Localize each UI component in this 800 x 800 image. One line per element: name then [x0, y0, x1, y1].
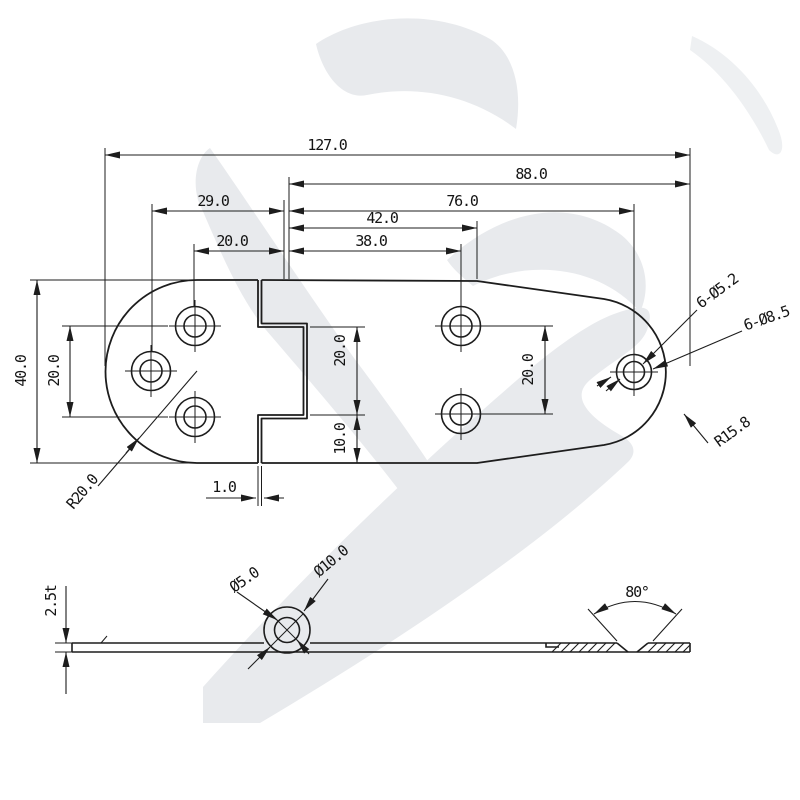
dimension-right-holes-pitch: 20.0: [482, 325, 553, 415]
dim-label-pin-to-end-hole: 76.0: [446, 192, 478, 210]
dim-label-knuckle-to-edge: 10.0: [331, 422, 349, 454]
angle-leg-left: [587, 608, 618, 642]
watermark-top-wave: [316, 18, 519, 129]
dim-label-overall-length: 127.0: [307, 136, 347, 154]
leaf-joint-tick: [100, 635, 108, 644]
right-leaf-knuckle-edge: [260, 280, 308, 463]
section-hatching: [551, 642, 691, 653]
dimension-left-holes-pitch: 20.0: [45, 325, 168, 418]
callout-end-radius: R15.8: [683, 412, 754, 451]
dimension-leaf-gap: 1.0: [206, 466, 284, 506]
angle-arc: [593, 600, 677, 615]
dim-label-left-holes-pitch: 20.0: [45, 354, 63, 386]
callout-label-end-radius: R15.8: [711, 412, 754, 450]
dimension-pin-to-right-holes: 38.0: [289, 232, 462, 300]
dim-label-pin-to-right-holes: 38.0: [355, 232, 387, 250]
watermark-logo: [195, 18, 783, 723]
dim-label-leaf-gap: 1.0: [212, 478, 237, 496]
dimension-overall-length: 127.0: [104, 136, 691, 366]
dimension-pin-to-right-end: 88.0: [288, 165, 690, 279]
screw-holes: [125, 300, 658, 443]
dim-label-pin-to-taper: 42.0: [366, 209, 398, 227]
dimension-pin-to-end-hole: 76.0: [289, 192, 635, 348]
dimension-thickness: 2.5t: [42, 585, 72, 694]
dimension-left-hole-to-pin: 29.0: [151, 192, 285, 352]
hole-right-top: [435, 300, 487, 352]
dim-label-plate-width: 40.0: [12, 354, 30, 386]
left-leaf-outline: [104, 279, 258, 464]
dim-label-countersink-angle: 80°: [625, 583, 649, 601]
dimension-knuckle-to-edge: 10.0: [310, 415, 365, 464]
right-leaf-outline: [261, 279, 667, 464]
plate-section: [71, 635, 691, 653]
leaf-overlap-step: [545, 643, 559, 648]
plate-end-edges: [71, 643, 691, 652]
dimension-top-hole-to-pin: 20.0: [193, 232, 284, 306]
top-view: 127.0 88.0 29.0 76.0 42.0 20.0: [12, 136, 792, 513]
dim-label-pin-to-right-end: 88.0: [515, 165, 547, 183]
dim-label-knuckle-length: 20.0: [331, 334, 349, 366]
dimension-pin-to-taper: 42.0: [289, 209, 478, 279]
dimension-knuckle-length: 20.0: [310, 326, 365, 416]
watermark-head-wave: [447, 212, 646, 312]
dimension-countersink-angle: 80°: [587, 583, 683, 642]
countersink-walls: [616, 642, 649, 653]
watermark-main-band: [203, 307, 650, 723]
knuckle-outer-circle: [263, 606, 311, 654]
hole-left-top: [169, 300, 221, 352]
hole-right-bottom: [435, 388, 487, 440]
angle-leg-right: [652, 608, 683, 642]
dim-label-thickness: 2.5t: [42, 585, 60, 616]
callout-label-pin-hole-dia: Ø5.0: [226, 563, 263, 596]
callout-corner-radius: R20.0: [63, 370, 198, 513]
watermark-corner-swoosh: [690, 36, 783, 155]
watermark-left-swoosh: [195, 148, 444, 510]
callout-label-countersunk-holes: 6-Ø8.5: [741, 302, 791, 334]
hole-left-middle: [125, 345, 177, 397]
dimension-plate-width: 40.0: [12, 279, 197, 464]
hinge-outline: [104, 279, 667, 464]
dim-label-right-holes-pitch: 20.0: [519, 353, 537, 385]
left-leaf-knuckle-edge: [257, 280, 305, 463]
dim-label-left-hole-to-pin: 29.0: [197, 192, 229, 210]
callout-label-corner-radius: R20.0: [63, 470, 103, 512]
callout-label-through-holes: 6-Ø5.2: [693, 270, 742, 312]
hole-right-end: [610, 348, 658, 396]
pin-hole-circle: [273, 616, 301, 644]
hole-left-bottom: [169, 391, 221, 443]
dim-label-top-hole-to-pin: 20.0: [216, 232, 248, 250]
